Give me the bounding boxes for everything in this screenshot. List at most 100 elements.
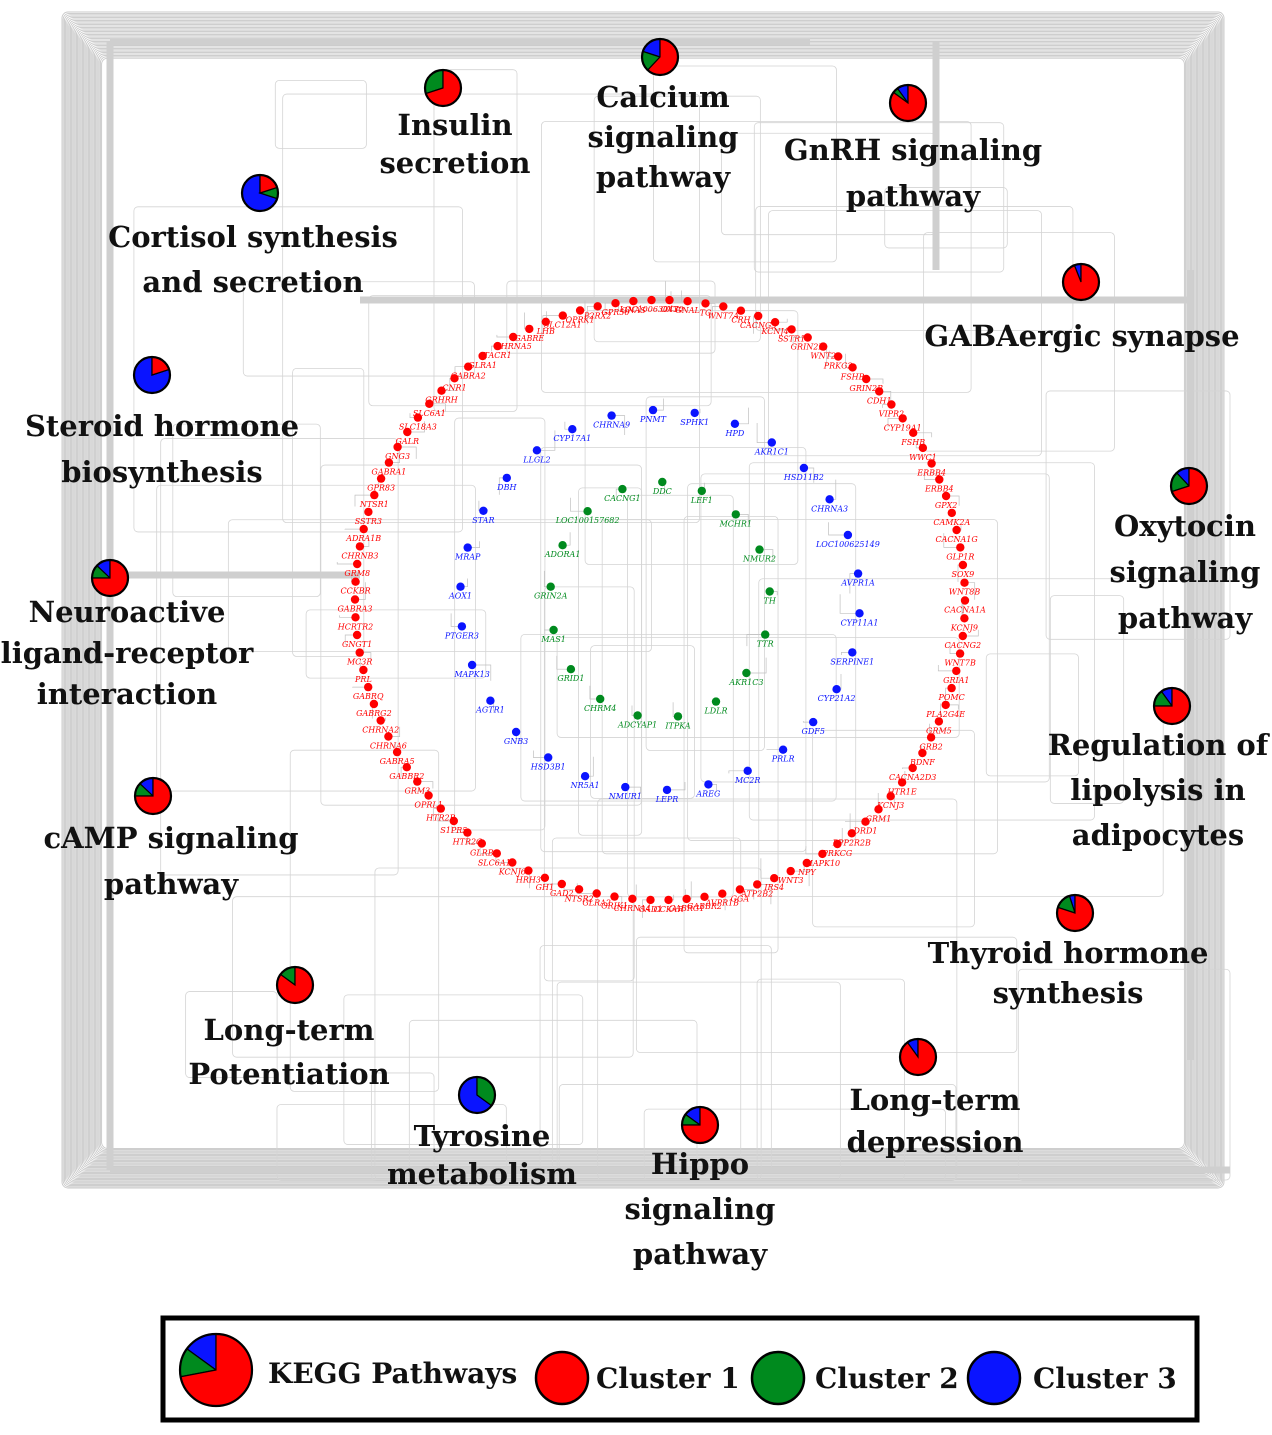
- gene-node[interactable]: [719, 302, 727, 310]
- pathway-pie-cortisol[interactable]: [242, 175, 278, 211]
- gene-node[interactable]: [581, 772, 589, 780]
- gene-node[interactable]: [768, 438, 776, 446]
- gene-node[interactable]: [825, 495, 833, 503]
- gene-node[interactable]: [633, 711, 641, 719]
- gene-node[interactable]: [674, 712, 682, 720]
- gene-node[interactable]: [875, 387, 883, 395]
- gene-node[interactable]: [356, 542, 364, 550]
- gene-node[interactable]: [544, 753, 552, 761]
- gene-node[interactable]: [742, 669, 750, 677]
- gene-node[interactable]: [712, 697, 720, 705]
- gene-node[interactable]: [568, 425, 576, 433]
- gene-node[interactable]: [353, 631, 361, 639]
- gene-node[interactable]: [960, 579, 968, 587]
- gene-node[interactable]: [959, 632, 967, 640]
- gene-node[interactable]: [755, 545, 763, 553]
- pathway-pie-camp[interactable]: [135, 778, 171, 814]
- gene-node[interactable]: [848, 363, 856, 371]
- gene-node[interactable]: [956, 543, 964, 551]
- gene-node[interactable]: [583, 507, 591, 515]
- gene-node[interactable]: [800, 464, 808, 472]
- gene-node[interactable]: [948, 509, 956, 517]
- gene-node[interactable]: [698, 487, 706, 495]
- gene-node[interactable]: [960, 614, 968, 622]
- gene-node[interactable]: [848, 829, 856, 837]
- gene-node[interactable]: [658, 478, 666, 486]
- gene-node[interactable]: [804, 333, 812, 341]
- gene-node[interactable]: [525, 325, 533, 333]
- gene-node[interactable]: [664, 896, 672, 904]
- gene-node[interactable]: [647, 296, 655, 304]
- pathway-pie-insulin[interactable]: [425, 70, 461, 106]
- gene-node[interactable]: [766, 587, 774, 595]
- gene-node[interactable]: [351, 578, 359, 586]
- gene-node[interactable]: [956, 649, 964, 657]
- gene-node[interactable]: [927, 733, 935, 741]
- gene-node[interactable]: [607, 411, 615, 419]
- gene-node[interactable]: [834, 352, 842, 360]
- gene-node[interactable]: [628, 895, 636, 903]
- gene-node[interactable]: [779, 746, 787, 754]
- gene-node[interactable]: [359, 666, 367, 674]
- gene-node[interactable]: [512, 728, 520, 736]
- pathway-pie-tyrosine[interactable]: [459, 1077, 495, 1113]
- gene-node[interactable]: [787, 867, 795, 875]
- gene-node[interactable]: [736, 885, 744, 893]
- gene-node[interactable]: [844, 531, 852, 539]
- gene-node[interactable]: [456, 583, 464, 591]
- pathway-pie-ltp[interactable]: [277, 967, 313, 1003]
- gene-node[interactable]: [458, 622, 466, 630]
- gene-node[interactable]: [771, 318, 779, 326]
- gene-node[interactable]: [691, 409, 699, 417]
- pathway-pie-thyroid[interactable]: [1057, 895, 1093, 931]
- gene-node[interactable]: [819, 342, 827, 350]
- gene-node[interactable]: [567, 665, 575, 673]
- gene-node[interactable]: [818, 850, 826, 858]
- gene-node[interactable]: [353, 560, 361, 568]
- gene-node[interactable]: [855, 609, 863, 617]
- gene-node[interactable]: [547, 583, 555, 591]
- gene-node[interactable]: [732, 510, 740, 518]
- gene-node[interactable]: [909, 764, 917, 772]
- gene-node[interactable]: [744, 767, 752, 775]
- gene-node[interactable]: [683, 297, 691, 305]
- gene-node[interactable]: [610, 892, 618, 900]
- gene-node[interactable]: [558, 541, 566, 549]
- gene-node[interactable]: [611, 299, 619, 307]
- gene-node[interactable]: [486, 697, 494, 705]
- gene-node[interactable]: [898, 778, 906, 786]
- gene-node[interactable]: [593, 889, 601, 897]
- gene-node[interactable]: [360, 525, 368, 533]
- legend-pie[interactable]: [180, 1334, 252, 1406]
- gene-node[interactable]: [887, 792, 895, 800]
- gene-node[interactable]: [952, 526, 960, 534]
- gene-node[interactable]: [351, 595, 359, 603]
- gene-node[interactable]: [935, 717, 943, 725]
- gene-node[interactable]: [464, 543, 472, 551]
- gene-node[interactable]: [952, 667, 960, 675]
- gene-node[interactable]: [700, 893, 708, 901]
- gene-node[interactable]: [663, 786, 671, 794]
- gene-node[interactable]: [682, 895, 690, 903]
- gene-node[interactable]: [918, 749, 926, 757]
- gene-node[interactable]: [753, 880, 761, 888]
- gene-node[interactable]: [919, 444, 927, 452]
- gene-node[interactable]: [935, 475, 943, 483]
- gene-node[interactable]: [803, 859, 811, 867]
- gene-node[interactable]: [942, 492, 950, 500]
- gene-node[interactable]: [874, 805, 882, 813]
- gene-node[interactable]: [761, 630, 769, 638]
- pathway-pie-steroid[interactable]: [134, 357, 170, 393]
- gene-node[interactable]: [533, 446, 541, 454]
- gene-node[interactable]: [862, 375, 870, 383]
- gene-node[interactable]: [596, 695, 604, 703]
- gene-node[interactable]: [549, 626, 557, 634]
- gene-node[interactable]: [701, 299, 709, 307]
- gene-node[interactable]: [364, 683, 372, 691]
- gene-node[interactable]: [503, 474, 511, 482]
- gene-node[interactable]: [770, 874, 778, 882]
- gene-node[interactable]: [618, 485, 626, 493]
- gene-node[interactable]: [927, 459, 935, 467]
- pathway-pie-oxytocin[interactable]: [1171, 468, 1207, 504]
- gene-node[interactable]: [899, 414, 907, 422]
